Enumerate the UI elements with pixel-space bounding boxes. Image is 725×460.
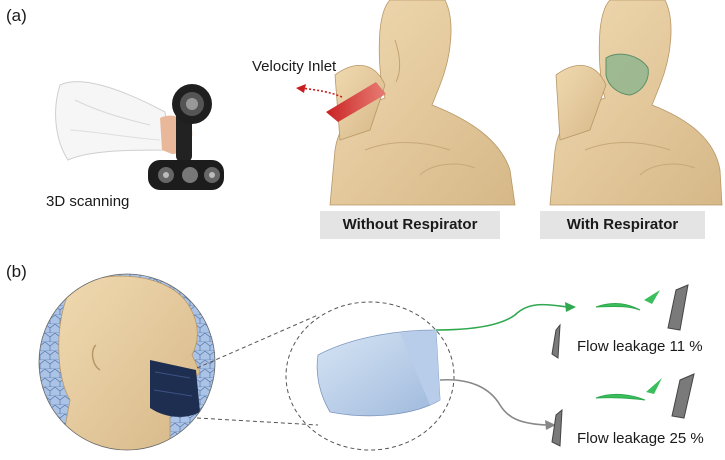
with-respirator-tag: With Respirator bbox=[540, 211, 705, 239]
velocity-inlet-arrow bbox=[296, 84, 343, 98]
velocity-inlet-label: Velocity Inlet bbox=[252, 58, 337, 75]
mask-geometry bbox=[316, 329, 441, 417]
flow-arrow-gray bbox=[439, 378, 556, 430]
leakage-pattern-top bbox=[551, 284, 689, 359]
scan-caption: 3D scanning bbox=[46, 193, 130, 210]
scanner-illustration bbox=[55, 81, 224, 190]
leakage-pattern-bottom bbox=[551, 373, 695, 447]
velocity-inlet-plane bbox=[326, 82, 386, 122]
panel-b-label: (b) bbox=[6, 262, 27, 281]
leakage-top-label: Flow leakage 11 % bbox=[577, 338, 703, 355]
torso-with-respirator bbox=[549, 0, 723, 206]
mask-zoom-ellipse bbox=[285, 301, 455, 451]
panel-a-label: (a) bbox=[6, 6, 27, 25]
head-mesh-circle bbox=[38, 273, 216, 451]
respirator-overlay bbox=[605, 53, 649, 96]
without-respirator-tag: Without Respirator bbox=[320, 211, 500, 239]
zoom-lines bbox=[196, 314, 319, 426]
flow-arrow-green bbox=[435, 302, 576, 331]
leakage-bottom-label: Flow leakage 25 % bbox=[577, 430, 704, 447]
